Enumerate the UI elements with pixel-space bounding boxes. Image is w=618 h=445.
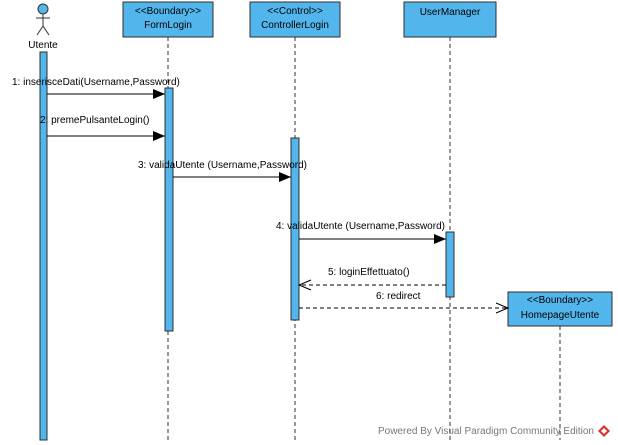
open-arrowhead-icon <box>495 302 510 314</box>
message-1[interactable]: 1: inserisceDati(Username,Password) <box>12 77 180 99</box>
homepageutente-name: HomepageUtente <box>521 310 600 321</box>
message-6[interactable]: 6: redirect <box>299 291 510 314</box>
lifeline-head-homepageutente[interactable]: <<Boundary>> HomepageUtente <box>507 291 613 327</box>
controllerlogin-stereotype: <<Control>> <box>267 6 323 17</box>
lifeline-head-usermanager[interactable]: UserManager <box>403 1 497 38</box>
actor-name: Utente <box>28 40 58 51</box>
message-label: 6: redirect <box>376 291 421 302</box>
usermanager-name: UserManager <box>420 7 481 18</box>
formlogin-stereotype: <<Boundary>> <box>135 6 201 17</box>
message-label: 1: inserisceDati(Username,Password) <box>12 77 180 88</box>
activation-usermanager <box>445 231 455 298</box>
open-arrowhead-icon <box>297 279 312 291</box>
controllerlogin-name: ControllerLogin <box>261 20 329 31</box>
message-2[interactable]: 2: premePulsanteLogin() <box>40 115 165 141</box>
message-3[interactable]: 3: validaUtente (Username,Password) <box>138 160 307 182</box>
message-label: 5: loginEffettuato() <box>328 267 410 278</box>
lifeline-head-controllerlogin[interactable]: <<Control>> ControllerLogin <box>249 1 341 38</box>
message-label: 4: validaUtente (Username,Password) <box>276 221 445 232</box>
actor-utente[interactable]: Utente <box>28 3 58 51</box>
actor-stick-figure-icon <box>36 3 50 36</box>
footer: Powered By Visual Paradigm Community Edi… <box>378 425 610 437</box>
message-label: 2: premePulsanteLogin() <box>40 115 150 126</box>
message-5[interactable]: 5: loginEffettuato() <box>297 267 446 291</box>
message-4[interactable]: 4: validaUtente (Username,Password) <box>276 221 446 244</box>
footer-text: Powered By Visual Paradigm Community Edi… <box>377 425 594 437</box>
message-label: 3: validaUtente (Username,Password) <box>138 160 307 171</box>
formlogin-name: FormLogin <box>144 20 192 31</box>
lifeline-head-formlogin[interactable]: <<Boundary>> FormLogin <box>122 1 214 38</box>
activation-controllerlogin <box>290 137 300 321</box>
visual-paradigm-logo-icon <box>598 425 610 437</box>
activation-formlogin <box>164 87 174 332</box>
homepageutente-stereotype: <<Boundary>> <box>527 295 593 306</box>
activation-utente <box>39 51 48 441</box>
